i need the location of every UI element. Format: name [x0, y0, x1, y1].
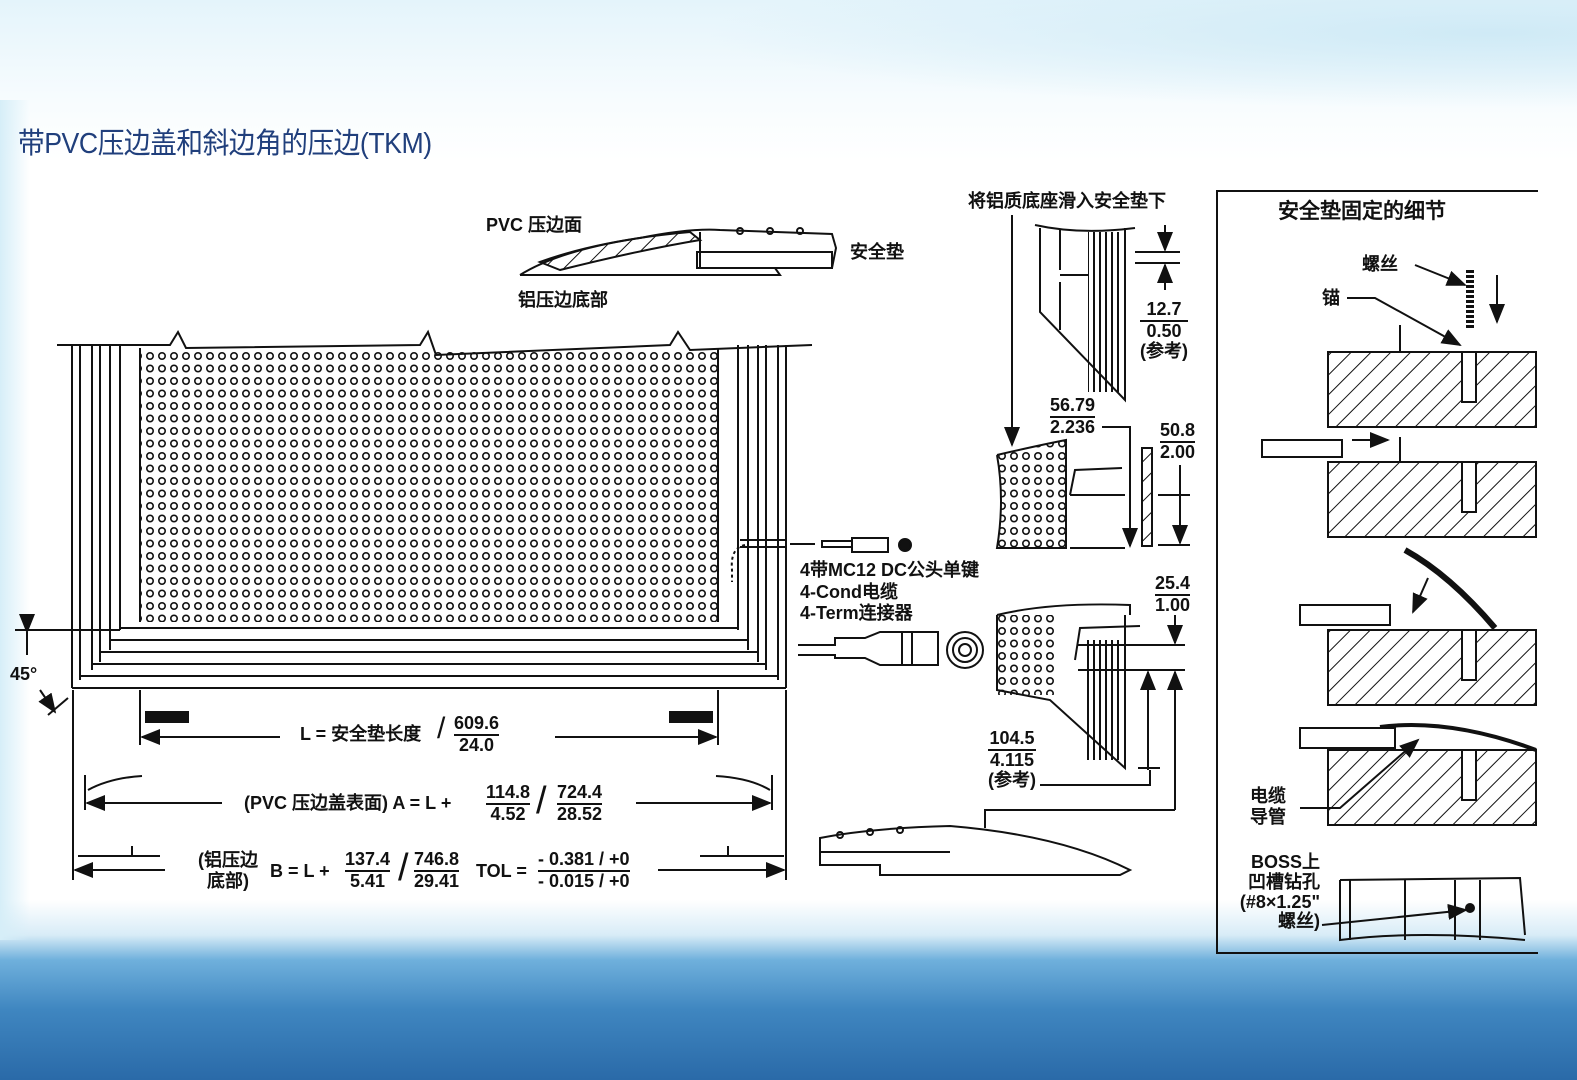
slash: / — [536, 780, 547, 822]
slide-note: 将铝质底座滑入安全垫下 — [968, 191, 1166, 211]
angle-label: 45° — [10, 664, 38, 684]
dimension-lines — [72, 690, 787, 880]
screw-label: 螺丝 — [1362, 254, 1398, 274]
pvc-face-label: PVC 压边面 — [486, 215, 583, 235]
angle-indicator — [15, 614, 120, 716]
detail-boss — [1321, 876, 1526, 942]
connector-line3: 4-Term连接器 — [800, 603, 913, 624]
connector-line1: 4带MC12 DC公头单键 — [800, 560, 980, 580]
dim-B-label: (铝压边底部) — [198, 850, 258, 891]
detail-panel — [1216, 190, 1538, 954]
dim-B-label-line2: 底部) — [207, 870, 249, 891]
dim-L-label: L = 安全垫长度 — [300, 724, 422, 744]
boss-line1: BOSS上 — [1250, 852, 1320, 872]
slash: / — [437, 712, 446, 745]
detail-title: 安全垫固定的细节 — [1278, 200, 1446, 223]
mat-plan-view — [57, 329, 813, 689]
tol-value: - 0.381 / +0- 0.015 / +0 — [538, 849, 630, 891]
al-base-label: 铝压边底部 — [518, 290, 608, 310]
boss-line2: 凹槽钻孔 — [1248, 871, 1320, 892]
conduit-line2: 导管 — [1250, 806, 1286, 827]
anchor-label: 锚 — [1322, 288, 1340, 308]
tol-label: TOL = — [476, 861, 527, 881]
slash: / — [398, 847, 409, 889]
background-glow — [700, 0, 1577, 110]
dim-B-eq: B = L + — [270, 861, 330, 881]
boss-line3: (#8×1.25" — [1239, 891, 1320, 912]
connector-drawing — [790, 537, 984, 669]
boss-line4: 螺丝) — [1278, 911, 1320, 932]
detail-drawings — [1261, 264, 1537, 942]
side-section-views — [819, 215, 1190, 876]
detail-step-3 — [1299, 547, 1537, 706]
page-title: 带PVC压边盖和斜边角的压边(TKM) — [18, 128, 432, 160]
profile-section — [519, 227, 838, 276]
dim-B-label-line1: (铝压边 — [198, 850, 258, 870]
connector-line2: 4-Cond电缆 — [800, 581, 898, 602]
boss-label: BOSS上 凹槽钻孔 (#8×1.25" 螺丝) — [1222, 852, 1320, 932]
detail-step-1 — [1327, 264, 1537, 428]
background-edge — [0, 100, 30, 940]
conduit-line1: 电缆 — [1250, 786, 1286, 806]
safety-mat-label: 安全垫 — [850, 242, 904, 262]
detail-step-2 — [1261, 432, 1537, 538]
detail-step-4 — [1299, 723, 1537, 826]
dim-A-label: (PVC 压边盖表面) A = L + — [244, 793, 452, 813]
conduit-label: 电缆导管 — [1250, 786, 1286, 827]
connector-label: 4带MC12 DC公头单键 4-Cond电缆 4-Term连接器 — [800, 560, 979, 625]
